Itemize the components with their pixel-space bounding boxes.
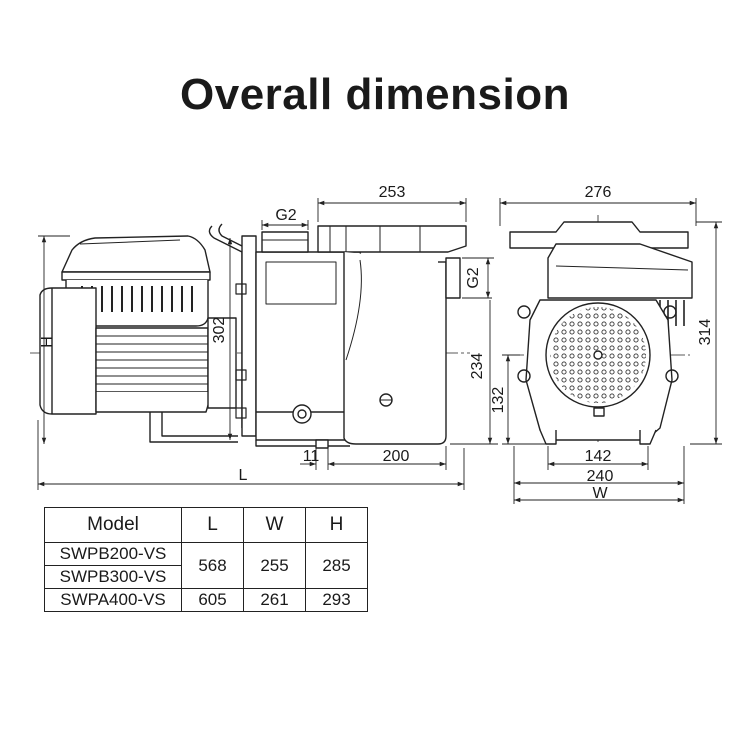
front-control-box bbox=[547, 243, 693, 299]
front-view bbox=[509, 215, 693, 445]
dim-l: L bbox=[239, 467, 248, 484]
h-cell: 293 bbox=[305, 588, 368, 612]
header-w: W bbox=[243, 507, 306, 543]
model-cell: SWPB300-VS bbox=[44, 565, 182, 589]
outlet-port bbox=[261, 231, 309, 253]
strainer-body bbox=[343, 252, 447, 445]
inlet-port bbox=[445, 257, 461, 299]
model-cell: SWPB200-VS bbox=[44, 542, 182, 566]
header-l: L bbox=[181, 507, 244, 543]
side-view-labels: 253 G2 G2 H 302 234 11 200 L bbox=[39, 184, 486, 484]
dim-11: 11 bbox=[303, 448, 320, 465]
header-h: H bbox=[305, 507, 368, 543]
dim-314: 314 bbox=[697, 319, 714, 346]
model-cell: SWPA400-VS bbox=[44, 588, 182, 612]
dim-w: W bbox=[592, 485, 608, 502]
dim-240: 240 bbox=[587, 468, 614, 485]
w-cell: 261 bbox=[243, 588, 306, 612]
table-row: SWPA400-VS 605 261 293 bbox=[44, 588, 368, 612]
side-view bbox=[30, 223, 470, 449]
dim-g2-top: G2 bbox=[275, 207, 296, 224]
dim-302: 302 bbox=[211, 317, 228, 344]
h-cell: 285 bbox=[305, 542, 368, 589]
table-header-row: Model L W H bbox=[44, 507, 368, 543]
pump-flange bbox=[241, 235, 257, 437]
dim-h-side: H bbox=[39, 336, 56, 348]
w-cell: 255 bbox=[243, 542, 306, 589]
l-cell: 568 bbox=[181, 542, 244, 589]
l-cell: 605 bbox=[181, 588, 244, 612]
dimension-table: Model L W H SWPB200-VS 568 255 285 SWPB3… bbox=[44, 507, 368, 612]
dim-142: 142 bbox=[585, 448, 612, 465]
dim-200: 200 bbox=[383, 448, 410, 465]
lever bbox=[208, 225, 243, 428]
side-view-dimensions bbox=[37, 198, 498, 490]
dim-234: 234 bbox=[469, 353, 486, 380]
front-view-dimensions bbox=[499, 198, 722, 504]
strainer-lid bbox=[317, 225, 467, 253]
dim-253: 253 bbox=[379, 184, 406, 201]
header-model: Model bbox=[44, 507, 182, 543]
dim-g2-side: G2 bbox=[465, 267, 482, 288]
fan-cover bbox=[39, 287, 97, 415]
dim-132: 132 bbox=[490, 387, 507, 414]
page-title: Overall dimension bbox=[180, 70, 570, 119]
table-row: SWPB200-VS 568 255 285 bbox=[44, 542, 368, 589]
front-view-labels: 276 314 132 142 240 W bbox=[490, 184, 714, 502]
dim-276: 276 bbox=[585, 184, 612, 201]
